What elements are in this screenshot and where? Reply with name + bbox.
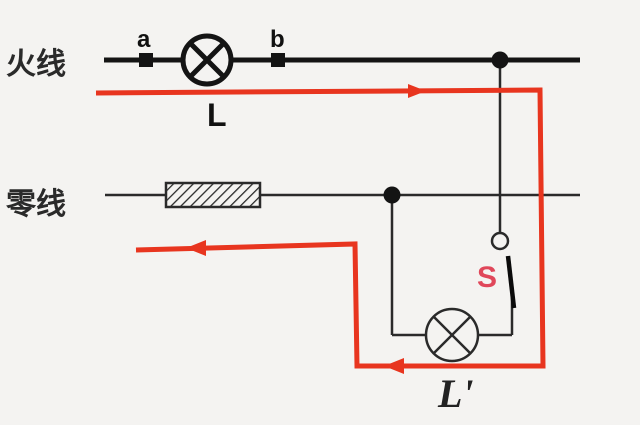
fuse-icon	[164, 181, 262, 209]
neutral-wire-label: 零线	[6, 187, 66, 222]
terminal-b	[271, 53, 285, 67]
point-b-label: b	[270, 26, 285, 53]
current-path	[95, 87, 546, 369]
junction-live	[491, 51, 509, 69]
switch-contact	[490, 231, 510, 251]
arrow-left-icon	[384, 358, 404, 374]
switch-s-label: S	[477, 261, 497, 294]
junction-neutral	[383, 186, 401, 204]
arrow-left-icon-2	[186, 240, 206, 256]
terminal-a	[139, 53, 153, 67]
live-wire-label: 火线	[6, 47, 66, 82]
lamp-l-icon	[180, 33, 234, 87]
switch-blade	[505, 255, 517, 309]
point-a-label: a	[137, 26, 151, 53]
arrow-right-icon	[408, 84, 426, 98]
lamp-l-label: L	[207, 97, 227, 133]
lamp-l-prime-label: L'	[437, 371, 474, 416]
lamp-l-prime-icon	[424, 307, 480, 363]
